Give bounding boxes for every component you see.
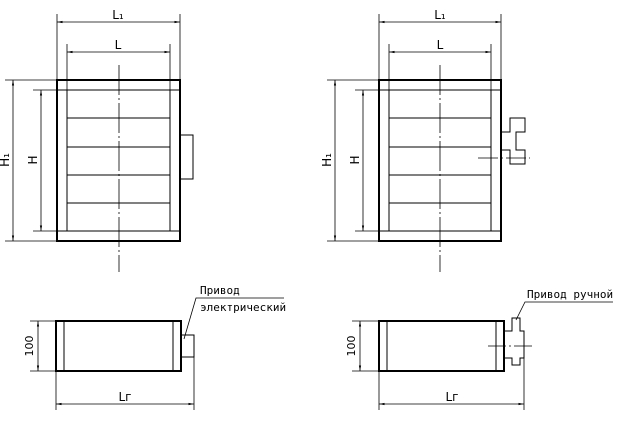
label-100: 100	[345, 336, 358, 357]
label-h: H	[26, 155, 40, 164]
side-body	[55, 320, 182, 372]
note-manual: Привод ручной	[527, 288, 613, 301]
side-view-manual: 100 Lг Привод ручной	[345, 288, 613, 410]
front-view-electric: L₁ L H₁ H	[0, 8, 194, 272]
outer-frame	[56, 79, 181, 242]
label-lg: Lг	[119, 390, 132, 404]
note-electric-line2: электрический	[200, 301, 286, 314]
label-l: L	[437, 38, 444, 52]
leader-line	[515, 301, 613, 321]
label-100: 100	[23, 336, 36, 357]
front-view-manual: L₁ L H₁ H	[320, 8, 530, 272]
side-view-electric: 100 Lг Привод электрический	[23, 284, 286, 410]
label-lg: Lг	[446, 390, 459, 404]
manual-handle-side	[504, 317, 525, 366]
electric-actuator-side	[180, 334, 195, 358]
label-l: L	[115, 38, 122, 52]
label-h1: H₁	[0, 153, 12, 167]
manual-handle	[501, 117, 526, 165]
label-h: H	[348, 155, 362, 164]
leader-line	[183, 297, 284, 340]
label-l1: L₁	[434, 8, 446, 22]
label-h1: H₁	[320, 153, 334, 167]
side-body	[378, 320, 505, 372]
electric-actuator	[179, 134, 194, 180]
note-electric-line1: Привод	[200, 284, 240, 297]
label-l1: L₁	[112, 8, 124, 22]
